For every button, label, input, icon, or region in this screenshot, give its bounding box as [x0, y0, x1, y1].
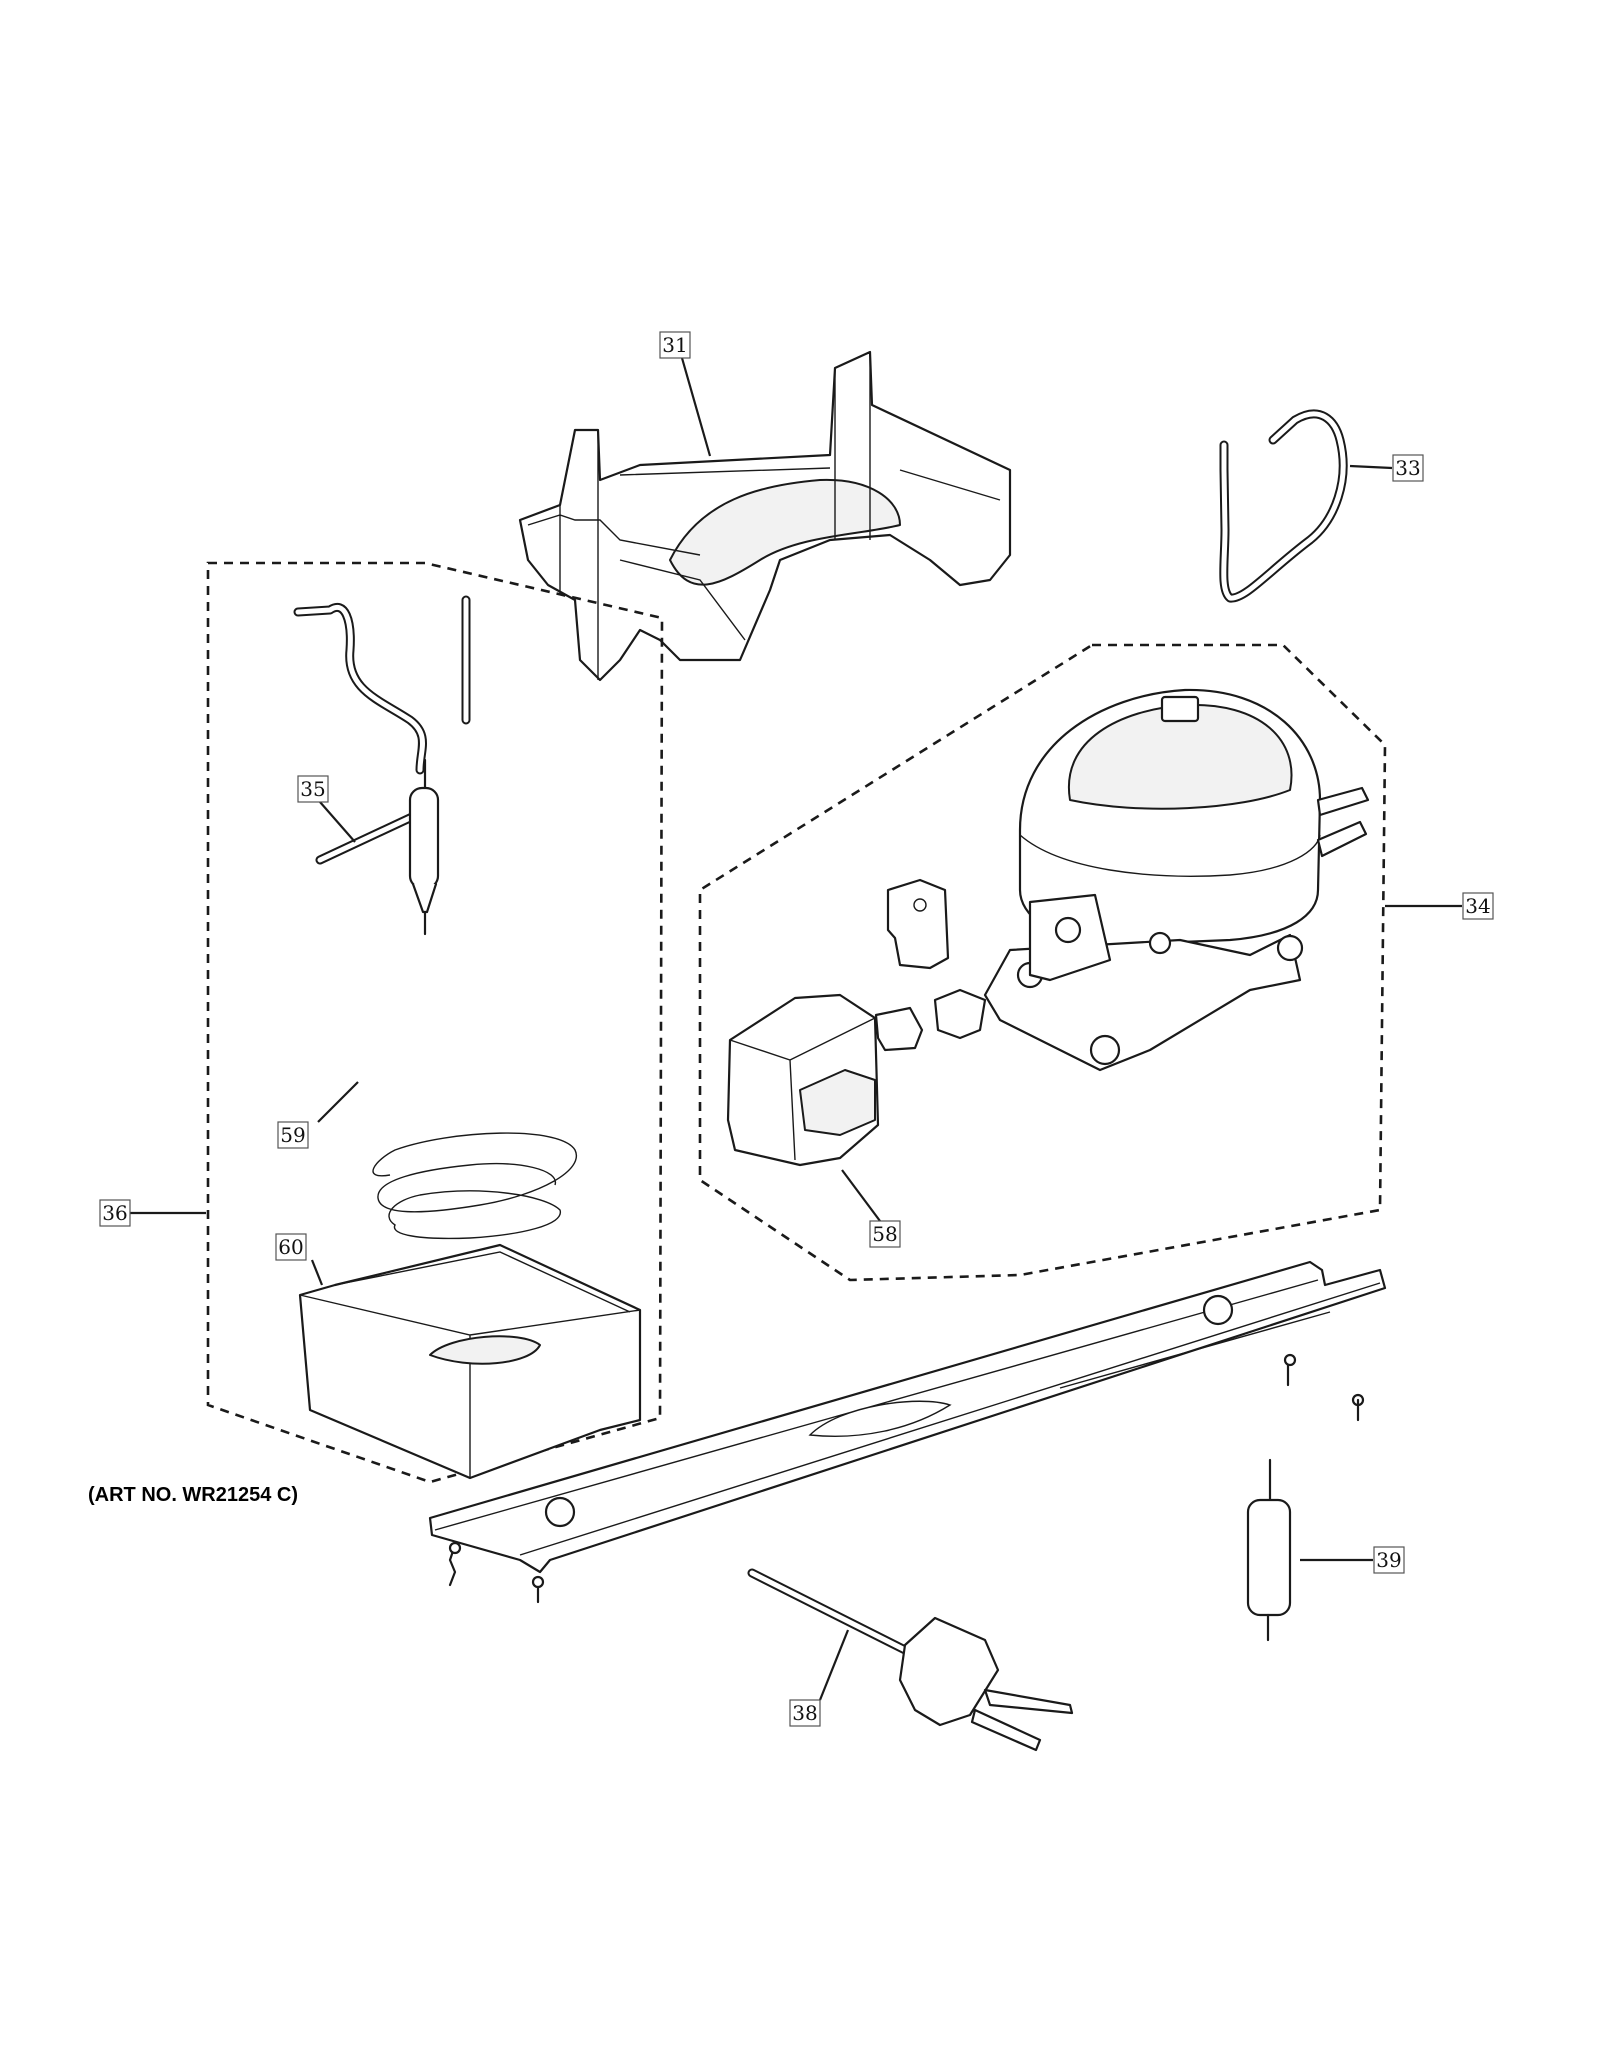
callout-60: 60: [275, 1233, 307, 1261]
svg-text:38: 38: [792, 1701, 817, 1725]
part-39-capacitor: [1246, 1458, 1292, 1642]
base-rail: [428, 1260, 1387, 1604]
part-34-compressor-assembly: [698, 643, 1387, 1282]
part-36-assembly: [206, 561, 664, 1484]
svg-text:31: 31: [662, 333, 687, 357]
callout-58: 58: [869, 1220, 901, 1248]
svg-text:39: 39: [1376, 1548, 1401, 1572]
part-60-pan: [298, 1243, 642, 1480]
callout-38: 38: [789, 1699, 821, 1727]
callout-36: 36: [99, 1199, 131, 1227]
part-33-tube: [1219, 409, 1348, 603]
callout-59: 59: [277, 1121, 309, 1149]
leader-lines: [130, 357, 1462, 1701]
callout-34: 34: [1462, 892, 1494, 920]
part-35-drier: [315, 758, 440, 936]
svg-text:60: 60: [278, 1235, 303, 1259]
part-38-power-cord: [747, 1568, 1074, 1752]
callout-35: 35: [297, 775, 329, 803]
callout-31: 31: [659, 331, 691, 359]
svg-text:34: 34: [1465, 894, 1490, 918]
svg-text:35: 35: [300, 777, 325, 801]
svg-text:58: 58: [872, 1222, 897, 1246]
part-59-heater-tube: [293, 595, 578, 1240]
part-31-cover: [518, 350, 1012, 682]
svg-text:36: 36: [102, 1201, 127, 1225]
callout-39: 39: [1373, 1546, 1405, 1574]
svg-text:59: 59: [280, 1123, 305, 1147]
svg-text:33: 33: [1395, 456, 1420, 480]
art-number-label: (ART NO. WR21254 C): [88, 1484, 299, 1506]
callout-33: 33: [1392, 454, 1424, 482]
